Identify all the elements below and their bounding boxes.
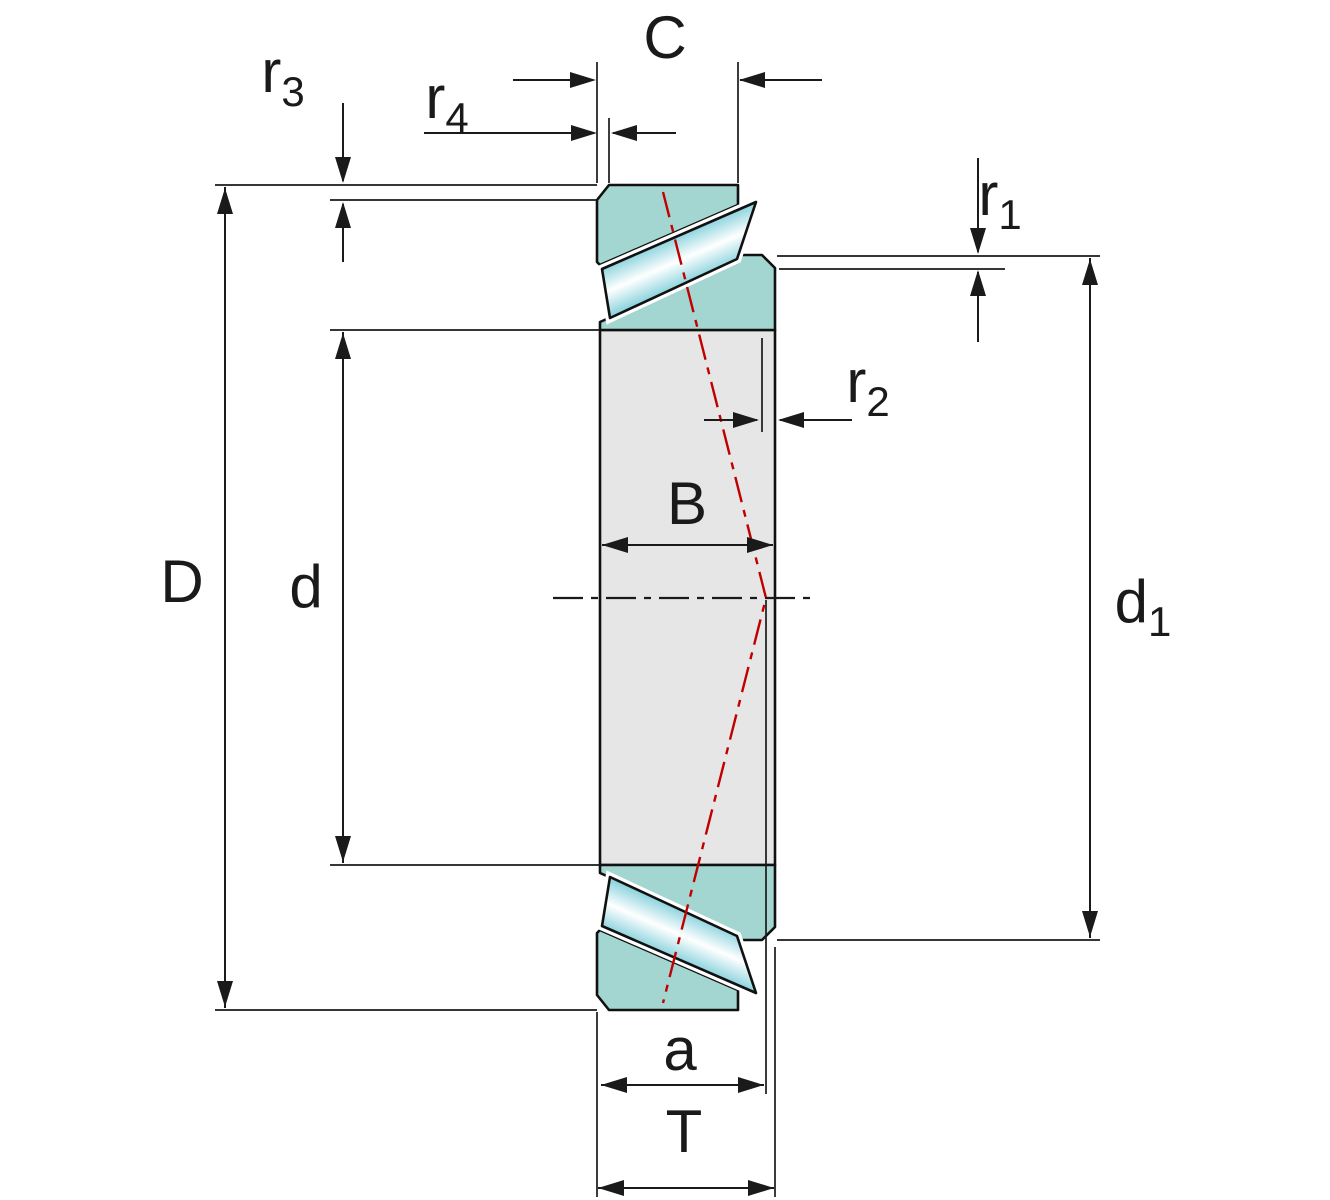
arrowhead (217, 188, 233, 214)
dim-label-d: d (289, 553, 322, 620)
arrowhead (335, 333, 351, 359)
arrowhead (570, 72, 596, 88)
dim-label-r4: r4 (425, 64, 468, 141)
arrowhead (970, 270, 986, 296)
arrowhead (571, 125, 597, 141)
tapered-roller-top (600, 200, 758, 320)
dim-label-a: a (663, 1016, 697, 1083)
arrowhead (748, 1180, 774, 1196)
arrowhead (739, 72, 765, 88)
arrowhead (335, 157, 351, 183)
dim-label-d1: d1 (1115, 568, 1172, 645)
arrowhead (598, 1180, 624, 1196)
dim-label-B: B (667, 470, 707, 537)
arrowhead (778, 412, 804, 428)
arrowhead (970, 228, 986, 254)
arrowhead (611, 125, 637, 141)
arrowhead (733, 412, 759, 428)
arrowhead (601, 1077, 627, 1093)
arrowhead (217, 981, 233, 1007)
arrowhead (738, 1077, 764, 1093)
dim-label-r2: r2 (846, 348, 889, 425)
arrowhead (335, 202, 351, 228)
dimension-lines (215, 62, 1100, 1197)
tapered-roller-bottom (600, 875, 758, 995)
dim-label-r3: r3 (261, 38, 304, 115)
arrowhead (1082, 259, 1098, 285)
dim-label-T: T (666, 1098, 703, 1165)
dim-label-r1: r1 (978, 161, 1021, 238)
arrowhead (335, 836, 351, 862)
dim-label-C: C (643, 4, 686, 71)
arrowhead (1082, 911, 1098, 937)
dimension-labels: C r4 r3 r1 r2 B D d d1 a T (160, 4, 1171, 1165)
dim-label-D: D (160, 548, 203, 615)
centerlines (553, 191, 818, 1004)
arrowhead (602, 537, 628, 553)
arrowhead (747, 537, 773, 553)
pressure-contact-line (661, 191, 768, 1004)
